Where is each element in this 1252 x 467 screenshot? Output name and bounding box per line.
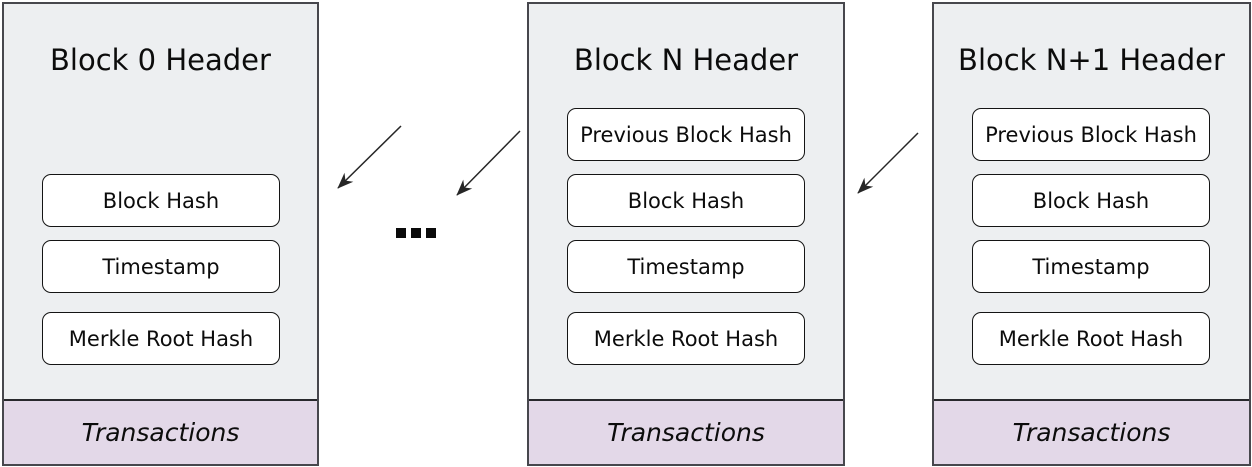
block-0: Block 0 Header Block Hash Timestamp Merk… [2,2,319,466]
block-n-plus-1: Block N+1 Header Previous Block Hash Blo… [932,2,1251,466]
ellipsis-dot [396,228,406,238]
block-n: Block N Header Previous Block Hash Block… [527,2,845,466]
block-n-plus-1-field-timestamp: Timestamp [972,240,1210,293]
block-0-field-block-hash: Block Hash [42,174,280,227]
prev-hash-arrow-from-block-n [456,130,521,196]
block-n-field-merkle-root-hash: Merkle Root Hash [567,312,805,365]
block-n-field-block-hash: Block Hash [567,174,805,227]
block-n-plus-1-field-previous-block-hash: Previous Block Hash [972,108,1210,161]
block-0-field-timestamp: Timestamp [42,240,280,293]
block-n-field-previous-block-hash: Previous Block Hash [567,108,805,161]
block-n-transactions-footer: Transactions [529,399,843,464]
block-0-field-merkle-root-hash: Merkle Root Hash [42,312,280,365]
block-n-plus-1-title: Block N+1 Header [958,43,1225,77]
block-0-transactions-footer: Transactions [4,399,317,464]
block-n-plus-1-field-block-hash: Block Hash [972,174,1210,227]
block-0-title: Block 0 Header [50,43,271,77]
prev-hash-arrow-from-block-n-plus-1 [857,132,919,194]
block-n-title: Block N Header [573,43,799,77]
block-n-field-timestamp: Timestamp [567,240,805,293]
ellipsis-icon [396,228,436,238]
ellipsis-dot [411,228,421,238]
ellipsis-dot [426,228,436,238]
block-n-plus-1-field-merkle-root-hash: Merkle Root Hash [972,312,1210,365]
block-n-plus-1-transactions-footer: Transactions [934,399,1249,464]
prev-hash-arrow-to-ellipsis-left [337,125,402,189]
